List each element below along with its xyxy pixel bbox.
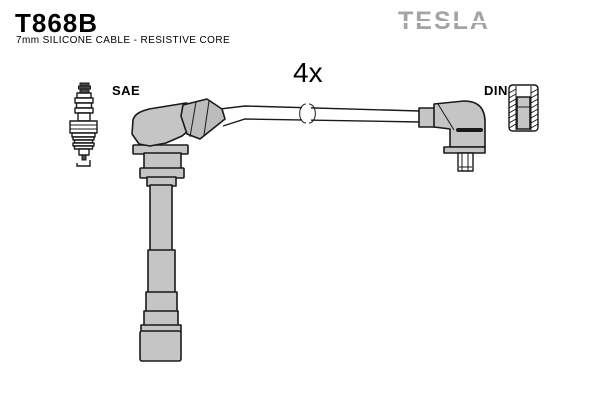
cable: [219, 103, 421, 127]
ignition-cable-drawing: [131, 98, 486, 362]
part-number: T868B: [15, 8, 99, 38]
tesla-brand-logo: TESLA: [396, 7, 492, 35]
din-terminal-icon: [508, 84, 539, 132]
sae-terminal-label: SAE: [112, 83, 141, 98]
spark-plug-icon: [69, 82, 98, 167]
din-terminal-label: DIN: [484, 83, 508, 98]
spark-plug-boot: [131, 98, 226, 362]
cable-spec-subtitle: 7mm SILICONE CABLE - RESISTIVE CORE: [16, 35, 231, 46]
quantity-label: 4x: [293, 57, 323, 88]
din-connector-boot: [418, 100, 486, 172]
